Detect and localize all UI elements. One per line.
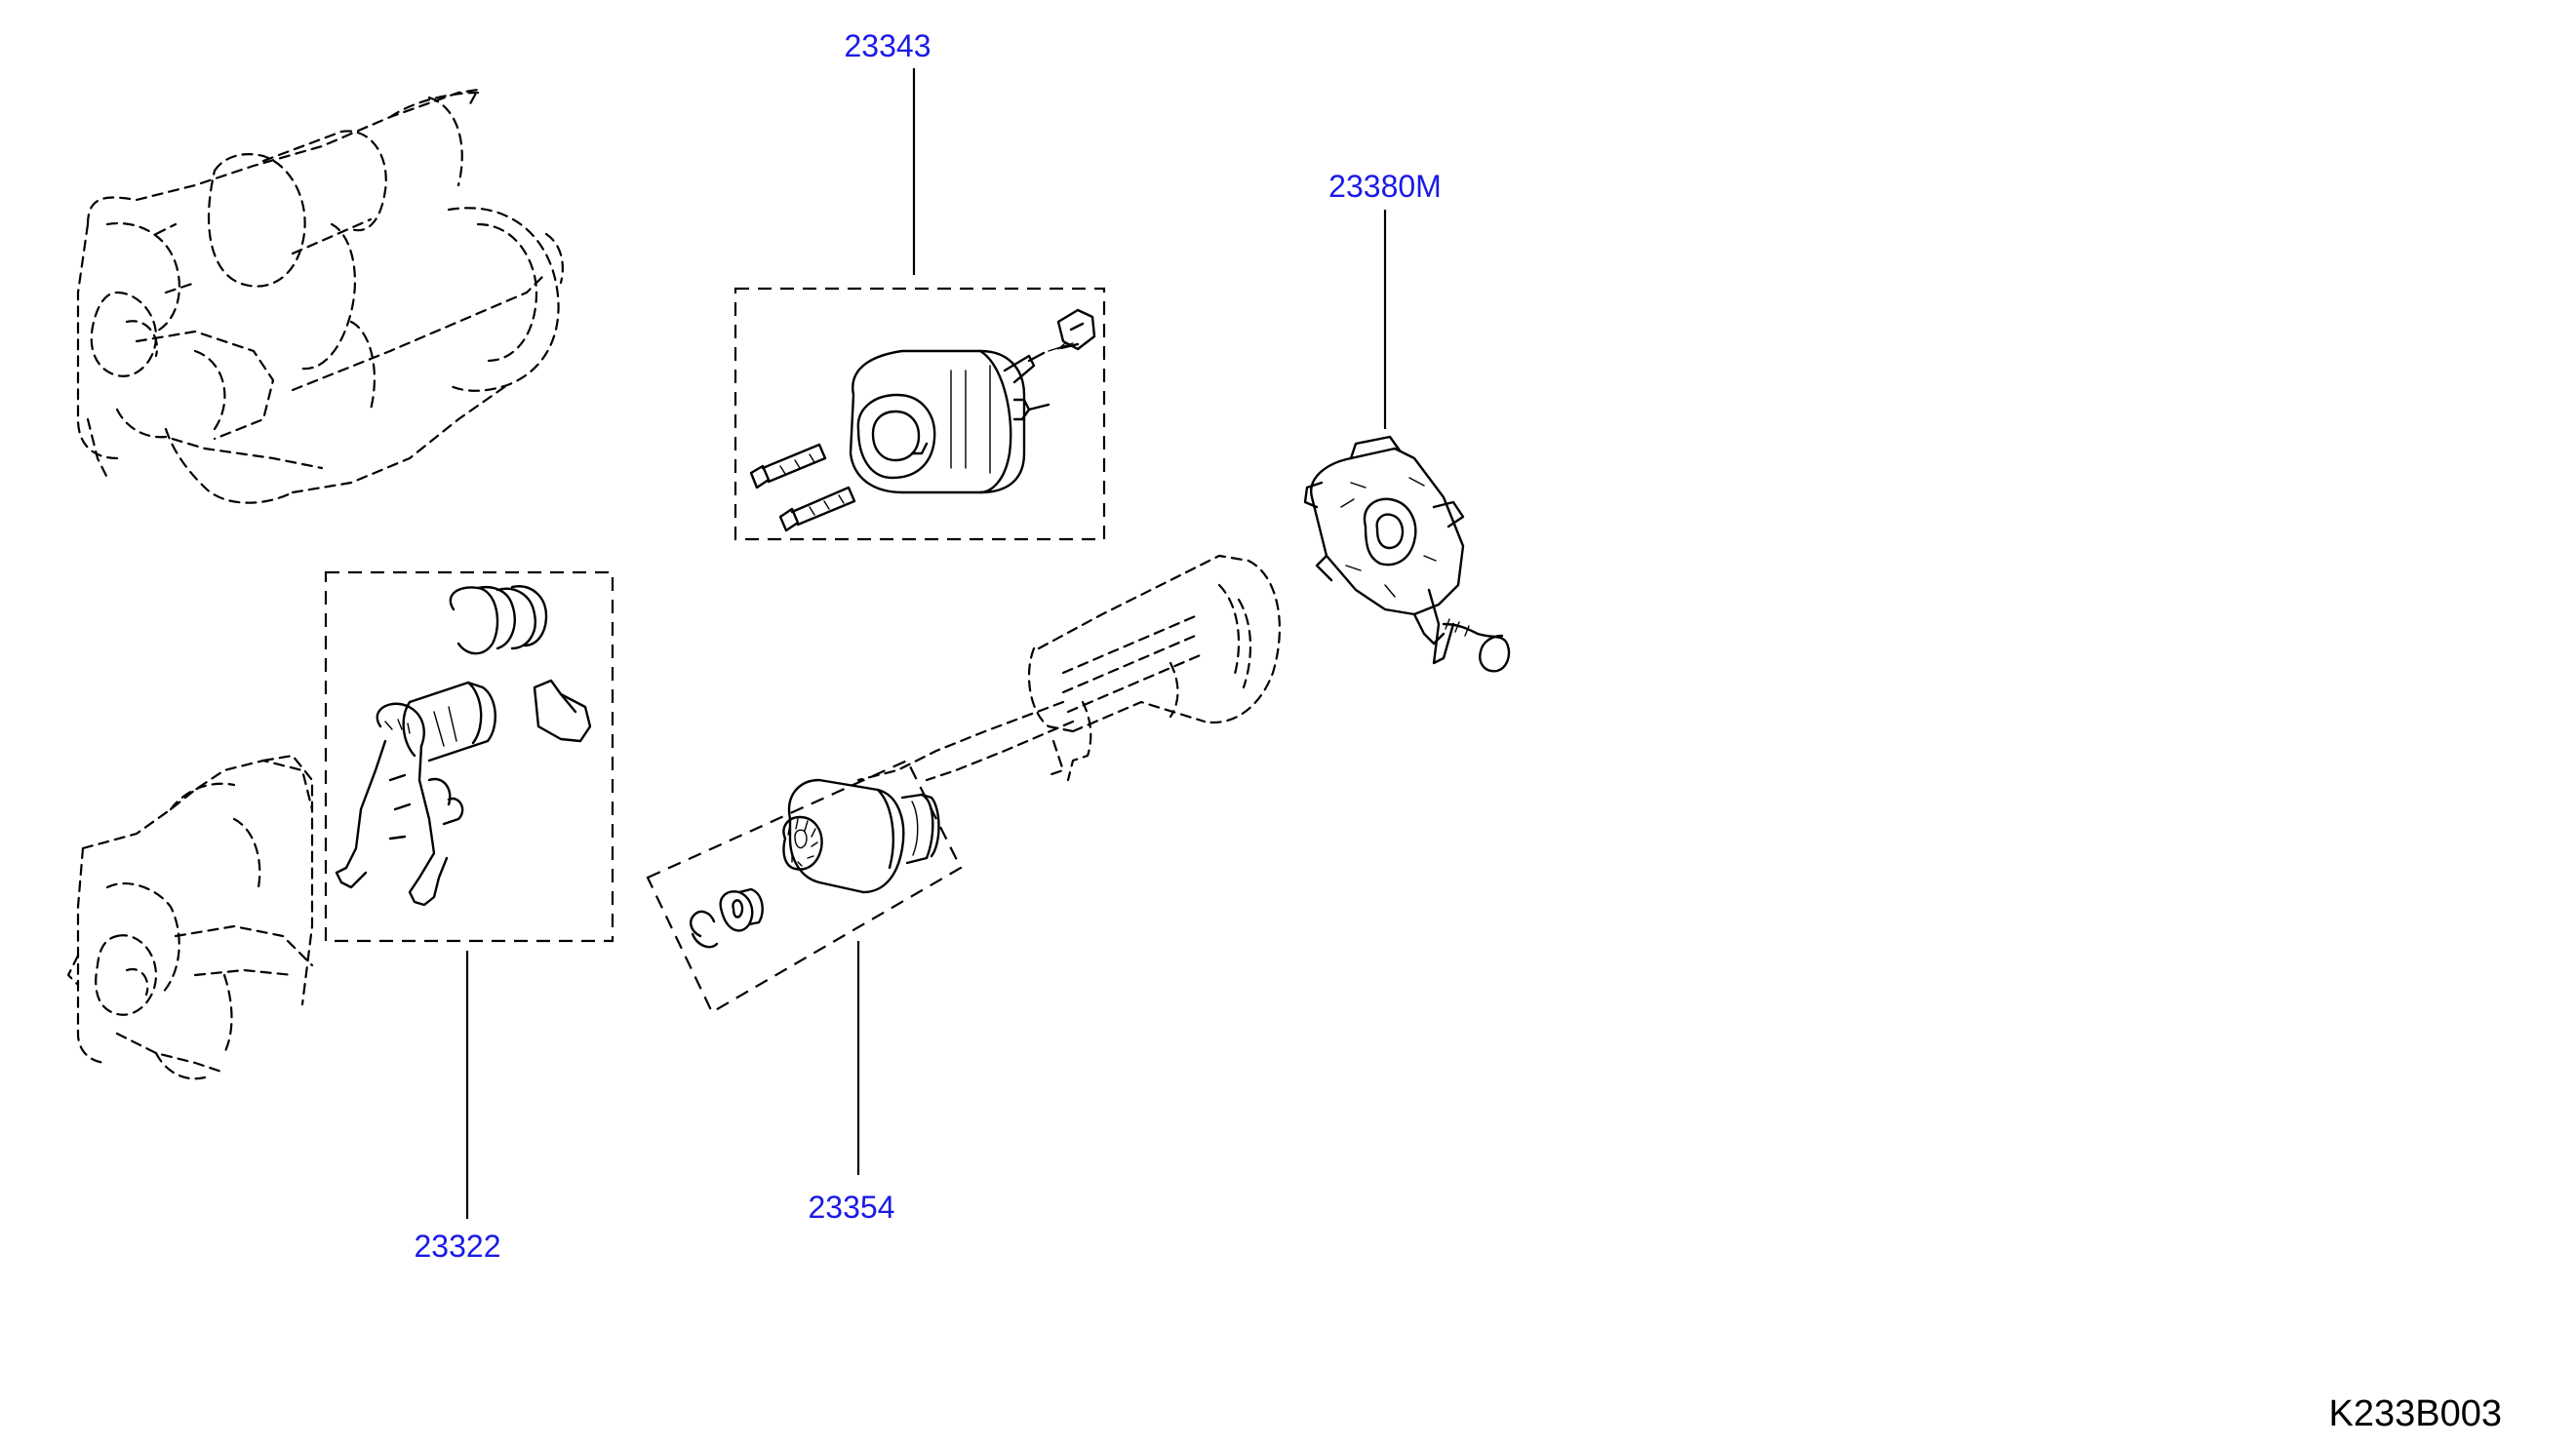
pinion-group-box xyxy=(646,759,963,1014)
callout-23343[interactable]: 23343 xyxy=(845,28,931,63)
brush-holder[interactable] xyxy=(1303,435,1511,673)
callout-23354[interactable]: 23354 xyxy=(809,1190,895,1225)
starter-motor-outline-top xyxy=(76,88,564,504)
solenoid-group-box xyxy=(733,287,1106,541)
callout-23322[interactable]: 23322 xyxy=(415,1229,501,1264)
solenoid-switch[interactable] xyxy=(749,308,1096,532)
starter-motor-outline-bottom xyxy=(66,754,314,1080)
lever-group-box xyxy=(324,570,614,943)
lever-set[interactable] xyxy=(335,585,592,907)
pinion-assembly[interactable] xyxy=(689,778,940,949)
armature-outline xyxy=(856,554,1281,782)
drawing-code: K233B003 xyxy=(2329,1393,2503,1434)
callout-23380M[interactable]: 23380M xyxy=(1328,169,1442,204)
